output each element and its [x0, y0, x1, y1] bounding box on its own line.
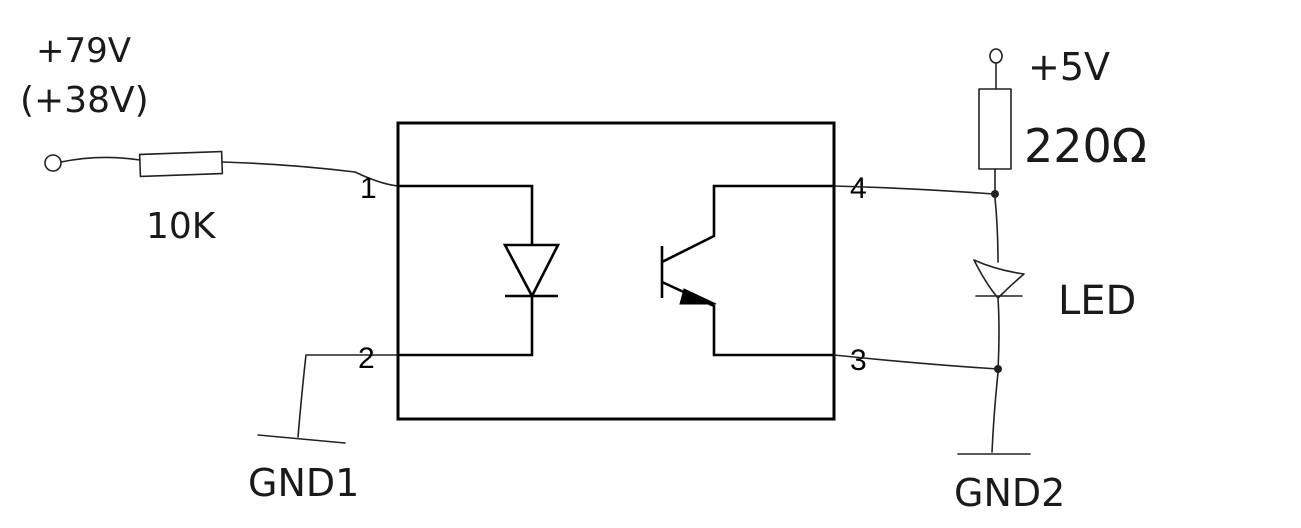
emitter-arrow: [679, 288, 717, 305]
transistor-collector: [661, 184, 834, 264]
pin-1-label: 1: [360, 172, 377, 205]
gnd2-wire: [991, 372, 999, 453]
pin-3-label: 3: [850, 344, 867, 377]
gnd2-label: GND2: [954, 471, 1065, 515]
input-voltage-label: +79V: [36, 31, 131, 71]
led-label: LED: [1058, 278, 1136, 324]
pin-2-label: 2: [358, 342, 375, 375]
junction-node-bottom: [994, 365, 1002, 373]
node-to-led-wire: [994, 197, 999, 263]
pin3-wire: [833, 354, 999, 370]
led-cathode-wire: [398, 296, 534, 357]
led-to-node-wire: [997, 297, 1000, 370]
supply-voltage-label: +5V: [1028, 45, 1110, 89]
output-resistor-label: 220Ω: [1024, 119, 1147, 173]
optocoupler-package: [396, 121, 836, 421]
gnd1-symbol: [257, 434, 346, 444]
led-anode-wire: [398, 184, 534, 245]
gnd1-label: GND1: [248, 461, 359, 505]
pin4-wire: [833, 185, 995, 195]
pin-4-label: 4: [850, 172, 867, 205]
input-resistor: [138, 150, 224, 178]
output-resistor: [978, 88, 1012, 170]
input-voltage-alt-label: (+38V): [20, 80, 149, 121]
input-wire-left: [60, 156, 141, 163]
output-led-body: [973, 259, 1025, 299]
junction-node-top: [991, 190, 999, 198]
gnd1-wire: [297, 354, 399, 438]
supply-terminal: [989, 48, 1003, 64]
input-wire-right: [221, 161, 399, 187]
input-terminal: [44, 154, 62, 172]
input-resistor-label: 10K: [146, 206, 217, 247]
internal-led-triangle: [502, 243, 561, 299]
